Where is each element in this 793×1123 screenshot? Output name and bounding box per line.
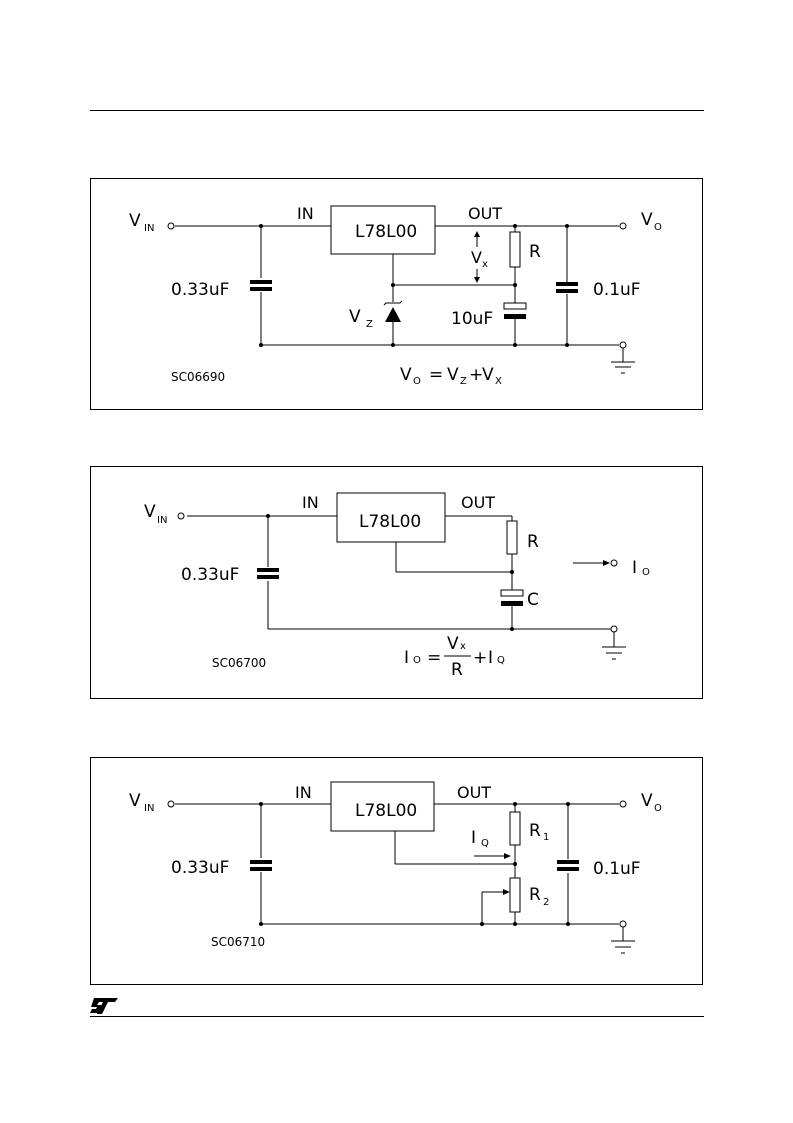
svg-text:+: + [469,365,483,385]
cin-label: 0.33uF [181,565,239,585]
iq-label: I [471,828,476,848]
circuit-1-schematic: V IN IN OUT L78L00 0.33uF V O V x R 10uF… [129,204,662,387]
svg-text:x: x [460,641,466,652]
r2-label: R [529,885,541,905]
capacitor-c [500,589,524,597]
vz-sub: Z [366,319,373,330]
vout-terminal [619,800,627,808]
vin-sub: IN [157,515,167,526]
vin-label: V [144,502,156,522]
ic-body [336,492,446,543]
svg-text:+: + [473,648,487,668]
gnd-terminal [610,625,618,633]
svg-text:O: O [413,376,421,387]
vx-sub: x [482,259,488,270]
out-label: OUT [468,204,502,223]
zener-diode [385,307,401,322]
capacitor-input [250,280,272,284]
vout-sub: O [654,222,662,233]
svg-text:V: V [400,365,412,385]
equation-1: V O = V Z + V X [400,365,502,387]
ic-label: L78L00 [355,222,417,242]
vz-label: V [349,307,361,327]
gnd-terminal [619,341,627,349]
svg-text:=: = [427,648,441,668]
svg-text:X: X [495,376,502,387]
vin-sub: IN [144,223,154,234]
ic-label: L78L00 [355,801,417,821]
gnd-terminal [619,920,627,928]
ic-body [330,781,435,832]
out-label: OUT [461,493,495,512]
in-label: IN [295,783,312,802]
circuit-3-schematic: V IN IN OUT L78L00 0.33uF V O I Q R 1 R … [129,781,662,954]
drawing-code: SC06710 [211,935,265,949]
iq-sub: Q [481,838,489,849]
st-logo-icon [90,998,118,1014]
circuit-3-panel: V IN IN OUT L78L00 0.33uF V O I Q R 1 R … [90,757,703,985]
r1-label: R [529,821,541,841]
svg-text:Z: Z [460,376,467,387]
svg-text:V: V [447,634,459,654]
svg-text:O: O [413,655,421,666]
vin-label: V [129,211,141,231]
cin-label: 0.33uF [171,280,229,300]
svg-text:Q: Q [497,655,505,666]
in-label: IN [297,204,314,223]
svg-text:V: V [482,365,494,385]
vin-terminal [167,222,175,230]
in-label: IN [302,493,319,512]
svg-text:I: I [488,648,493,668]
vout-sub: O [654,803,662,814]
r-label: R [527,532,539,552]
drawing-code: SC06690 [171,370,225,384]
resistor-r [509,231,521,268]
vin-sub: IN [144,803,154,814]
capacitor-input [257,568,279,572]
c-label: C [527,590,539,610]
footer-rule [90,1016,704,1017]
r1-sub: 1 [543,832,549,843]
equation-2: I O = V x R + I Q [404,634,505,680]
r2-sub: 2 [543,897,549,908]
vx-label: V [471,248,482,267]
capacitor-output [557,860,579,864]
drawing-code: SC06700 [212,656,266,670]
svg-text:=: = [429,365,443,385]
resistor-r2 [509,877,521,913]
out-label: OUT [457,783,491,802]
io-label: I [632,558,637,578]
circuit-2-panel: V IN IN OUT L78L00 0.33uF R C I O SC0670… [90,466,703,699]
cout-label: 0.1uF [593,859,641,879]
ic-body [330,205,436,255]
io-terminal [610,559,618,567]
vin-terminal [167,800,175,808]
resistor-r [506,520,518,555]
svg-text:V: V [447,365,459,385]
capacitor-10uf [503,302,527,310]
vout-label: V [641,210,653,230]
svg-text:I: I [404,648,409,668]
vout-terminal [619,222,627,230]
vout-label: V [641,791,653,811]
cout-label: 0.1uF [593,280,641,300]
vin-terminal [177,512,185,520]
r-label: R [529,242,541,262]
circuit-2-schematic: V IN IN OUT L78L00 0.33uF R C I O SC0670… [144,492,650,680]
resistor-r1 [509,811,521,846]
cin-label: 0.33uF [171,858,229,878]
svg-text:R: R [451,660,463,680]
header-rule [90,110,704,111]
vin-label: V [129,791,141,811]
c-mid-label: 10uF [451,309,493,329]
circuit-1-panel: V IN IN OUT L78L00 0.33uF V O V x R 10uF… [90,178,703,410]
capacitor-input [250,860,272,864]
ic-label: L78L00 [359,512,421,532]
capacitor-output [556,282,578,286]
io-sub: O [642,567,650,578]
